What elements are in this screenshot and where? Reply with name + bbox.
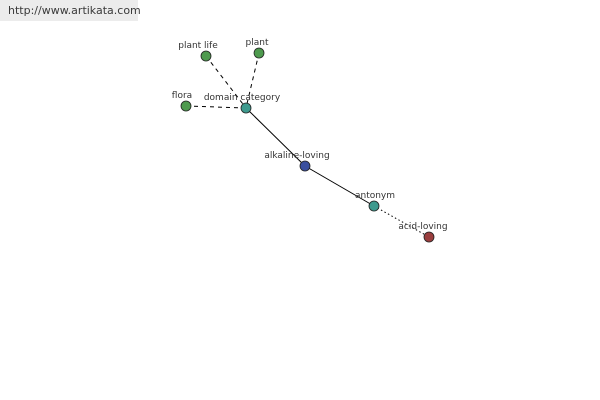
node-circle-acid-loving[interactable] — [423, 231, 435, 243]
edge-flora-to-domain-category — [185, 105, 247, 109]
node-circle-domain-category[interactable] — [240, 102, 252, 114]
node-label-plant: plant — [246, 38, 269, 48]
edges-layer — [185, 52, 430, 238]
node-alkaline-loving[interactable]: alkaline-loving — [264, 151, 330, 172]
node-label-domain-category: domain category — [204, 93, 281, 103]
node-antonym[interactable]: antonym — [355, 191, 395, 212]
node-circle-plant-life[interactable] — [200, 50, 212, 62]
node-circle-flora[interactable] — [180, 100, 192, 112]
node-circle-alkaline-loving[interactable] — [299, 160, 311, 172]
nodes-layer: plant life plant flora domain category alkal… — [172, 38, 448, 243]
node-flora[interactable]: flora — [172, 91, 192, 112]
edge-alkaline-loving-to-antonym — [304, 165, 375, 207]
node-label-acid-loving: acid-loving — [398, 222, 447, 232]
edge-plant-to-domain-category — [245, 52, 260, 109]
watermark-url: http://www.artikata.com — [0, 0, 141, 21]
edge-domain-category-to-alkaline-loving — [245, 107, 306, 167]
node-label-plant-life: plant life — [178, 41, 218, 51]
node-acid-loving[interactable]: acid-loving — [398, 222, 448, 243]
edge-antonym-to-acid-loving — [373, 205, 430, 238]
node-label-antonym: antonym — [355, 191, 395, 201]
node-circle-antonym[interactable] — [368, 200, 380, 212]
edge-plant-life-to-domain-category — [205, 55, 247, 109]
node-label-flora: flora — [172, 91, 192, 101]
node-domain-category[interactable]: domain category — [204, 93, 281, 114]
node-plant[interactable]: plant — [246, 38, 269, 59]
node-circle-plant[interactable] — [253, 47, 265, 59]
node-label-alkaline-loving: alkaline-loving — [264, 151, 329, 161]
node-plant-life[interactable]: plant life — [178, 41, 218, 62]
